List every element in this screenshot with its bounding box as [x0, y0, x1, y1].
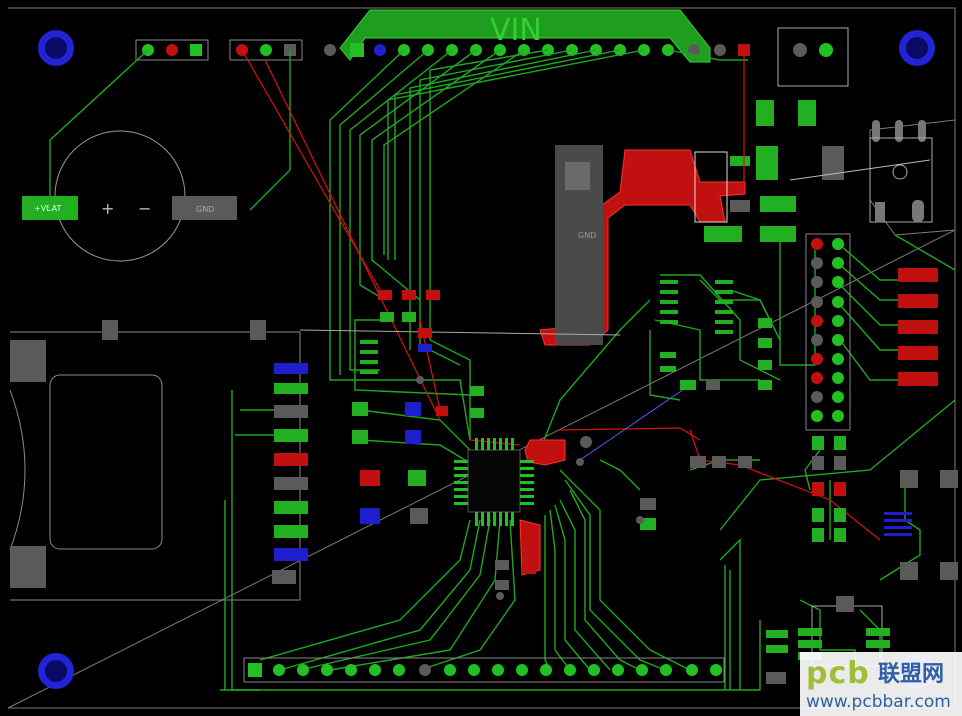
ratsnest-blue — [579, 384, 691, 461]
usb-connector — [884, 470, 958, 580]
ratsnest-white — [789, 159, 931, 181]
vin-silk-label: VIN — [490, 13, 542, 48]
gnd-pour-label: GND — [578, 231, 596, 240]
usb-chip — [660, 280, 772, 390]
mcu-chip — [454, 438, 534, 526]
watermark-url: www.pcbbar.com — [806, 692, 951, 712]
bottom-pin-header — [243, 657, 725, 683]
battery-minus-sign: − — [138, 199, 151, 218]
watermark: pcb 联盟网 www.pcbbar.com — [800, 652, 962, 716]
battery-plus-sign: + — [101, 199, 114, 218]
battery-pos-label: +VBAT — [34, 204, 62, 213]
top-pin-header — [324, 43, 750, 57]
battery-gnd-label: GND — [196, 205, 214, 214]
smd-components — [352, 290, 656, 590]
watermark-cn: 联盟网 — [878, 662, 945, 687]
watermark-logo: pcb — [806, 656, 870, 691]
right-header — [690, 233, 938, 542]
top-layer-traces — [49, 49, 956, 691]
vias — [416, 376, 644, 600]
ratsnest-white-2 — [299, 329, 621, 336]
power-jack — [730, 27, 933, 223]
sd-contacts — [272, 363, 308, 584]
